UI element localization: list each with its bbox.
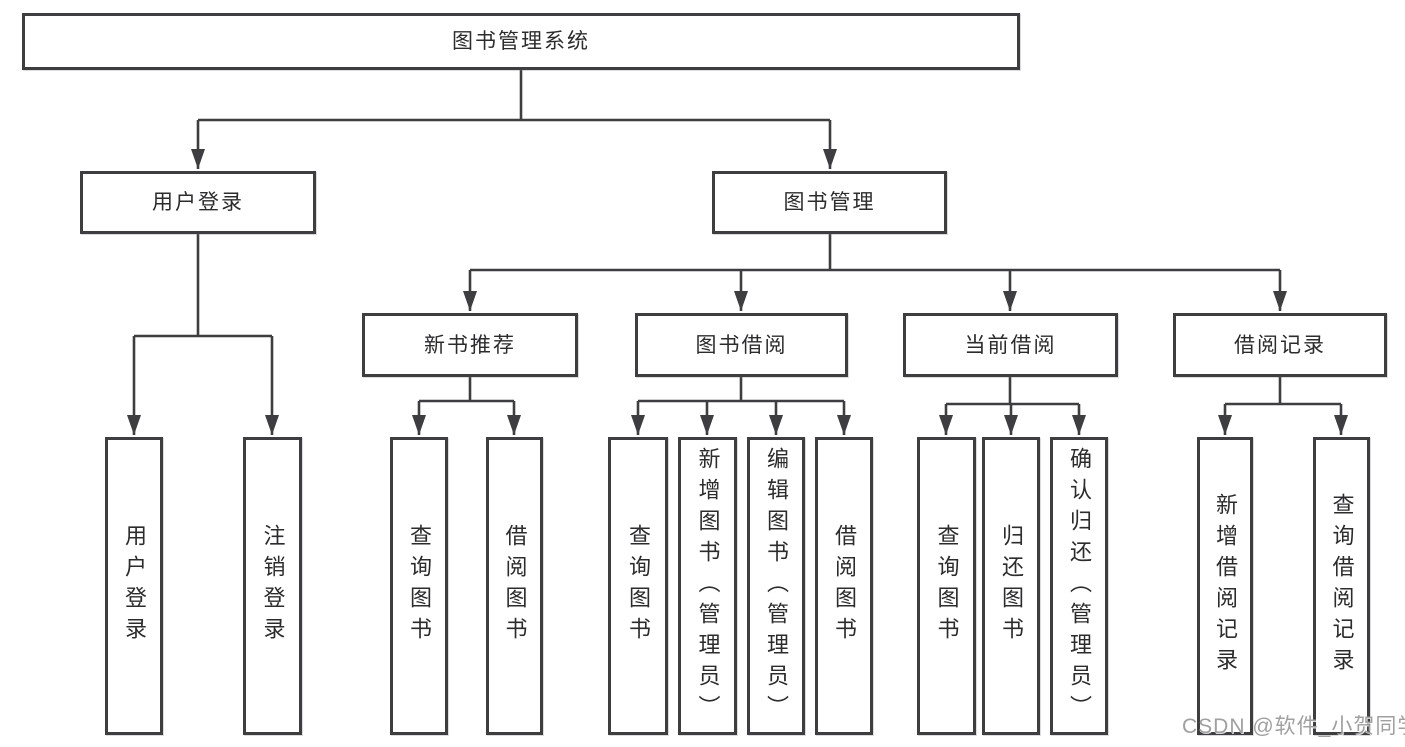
node-leaf-borrow-books: 借阅图书 [815, 437, 873, 735]
edge-borrowing-records-children [1218, 377, 1348, 435]
node-leaf-add-borrow-record: 新增借阅记录 [1197, 437, 1253, 735]
node-label: 当前借阅 [964, 333, 1057, 357]
edge-root-to-level2 [191, 70, 837, 169]
node-label: 查询图书 [626, 524, 651, 648]
node-label: 新书推荐 [424, 333, 516, 357]
node-leaf-confirm-return-admin: 确认归还（管理员） [1050, 437, 1108, 735]
node-label: 用户登录 [152, 191, 244, 214]
node-label: 图书管理 [783, 191, 876, 214]
node-leaf-edit-book-admin: 编辑图书（管理员） [747, 437, 805, 735]
edge-new-book-recommend-children [412, 377, 521, 435]
node-label: 归还图书 [999, 524, 1024, 648]
node-label: 借阅图书 [832, 524, 857, 648]
node-leaf-query-borrow-record: 查询借阅记录 [1313, 437, 1370, 735]
csdn-watermark: CSDN @软件_小贺同学 [1182, 715, 1405, 738]
node-current-borrowing: 当前借阅 [903, 313, 1118, 377]
node-leaf-logout: 注销登录 [243, 437, 302, 735]
node-label: 新增借阅记录 [1213, 493, 1238, 679]
node-label: 图书借阅 [695, 333, 788, 357]
node-book-borrowing: 图书借阅 [635, 313, 848, 377]
node-leaf-query-books-borrowing: 查询图书 [608, 437, 668, 735]
node-label: 借阅记录 [1234, 333, 1326, 357]
node-borrowing-records: 借阅记录 [1173, 313, 1387, 377]
node-label: 用户登录 [122, 524, 147, 648]
node-leaf-query-books-current: 查询图书 [917, 437, 976, 735]
edge-book-management-children [463, 234, 1287, 311]
node-new-book-recommend: 新书推荐 [362, 313, 578, 377]
node-label: 编辑图书（管理员） [764, 446, 789, 726]
node-label: 确认归还（管理员） [1067, 446, 1092, 726]
node-label: 注销登录 [260, 524, 286, 648]
node-leaf-query-books-recommend: 查询图书 [390, 437, 448, 735]
node-label: 查询图书 [407, 524, 432, 648]
node-label: 查询借阅记录 [1329, 493, 1355, 679]
node-label: 查询图书 [934, 524, 960, 648]
node-leaf-return-books: 归还图书 [982, 437, 1040, 735]
node-library-management-system: 图书管理系统 [22, 13, 1020, 70]
node-leaf-add-book-admin: 新增图书（管理员） [678, 437, 737, 735]
edge-user-login-children [127, 234, 279, 435]
node-leaf-borrow-books-recommend: 借阅图书 [486, 437, 543, 735]
node-label: 借阅图书 [502, 524, 528, 648]
node-label: 图书管理系统 [452, 30, 590, 53]
node-label: 新增图书（管理员） [695, 446, 721, 726]
node-user-login: 用户登录 [80, 171, 316, 234]
edge-book-borrowing-children [631, 377, 851, 435]
edge-current-borrowing-children [939, 377, 1086, 435]
node-book-management: 图书管理 [712, 171, 947, 234]
node-leaf-user-login: 用户登录 [105, 437, 163, 735]
